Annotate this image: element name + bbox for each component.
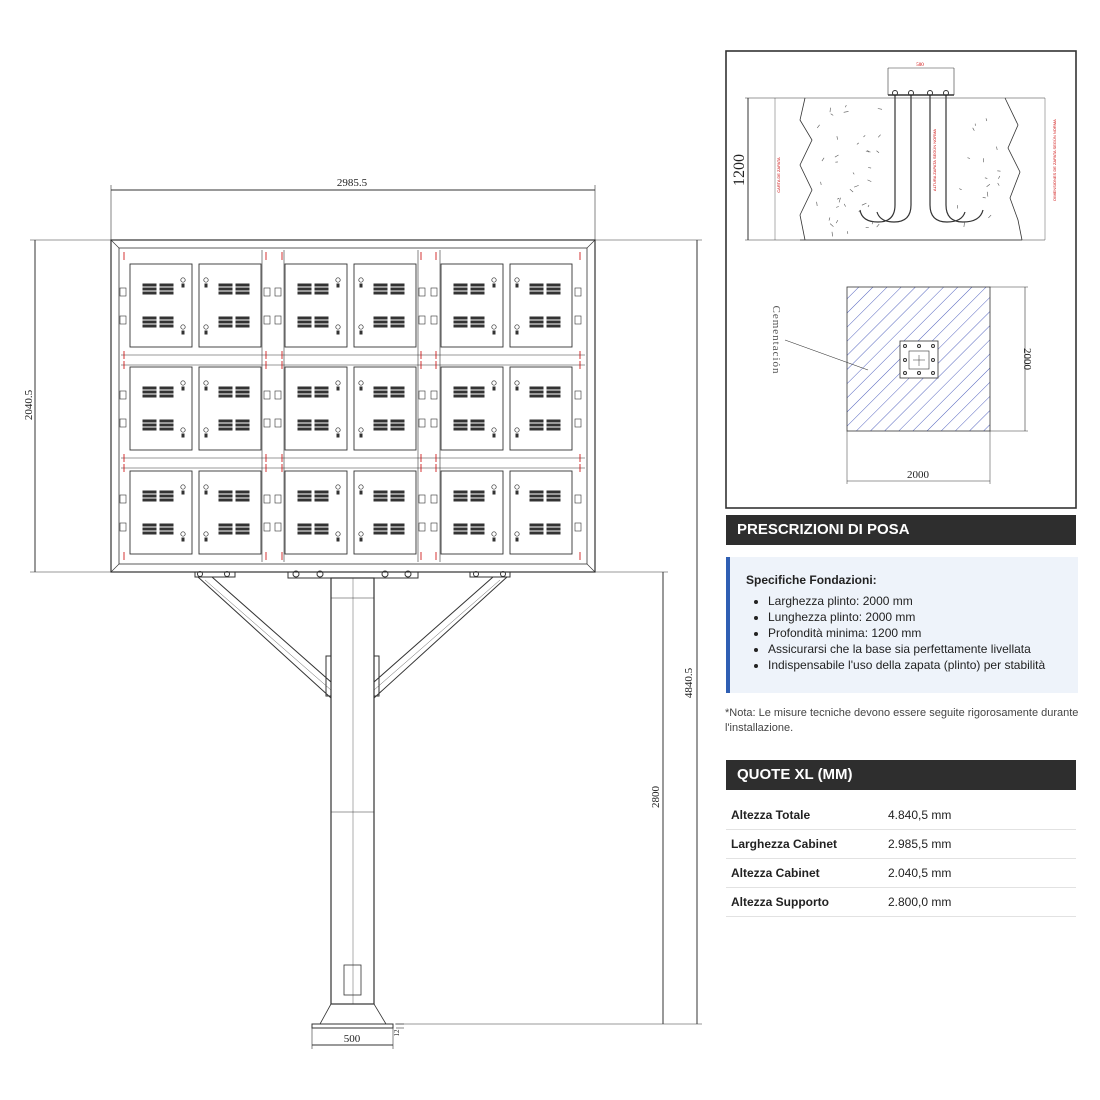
led-module xyxy=(198,366,262,451)
width-dimension-label: 2985.5 xyxy=(337,177,368,189)
base-width-label: 500 xyxy=(344,1033,361,1045)
table-row: Altezza Cabinet 2.040,5 mm xyxy=(726,858,1076,888)
foundation-red-note-center: ALTURA ZAPATA SEGÚN NORMA xyxy=(932,129,937,191)
installation-note: *Nota: Le misure tecniche devono essere … xyxy=(725,707,1079,734)
spec-item: Larghezza plinto: 2000 mm xyxy=(768,593,1078,609)
dimensions-header: QUOTE XL (MM) xyxy=(726,760,1076,790)
led-module xyxy=(353,366,417,451)
led-module xyxy=(509,366,573,451)
led-module xyxy=(509,470,573,555)
base-plate xyxy=(311,1023,394,1029)
foundation-top-dim: 500 xyxy=(916,63,924,68)
spec-item: Indispensabile l'uso della zapata (plint… xyxy=(768,657,1078,673)
led-module xyxy=(509,263,573,348)
dimension-label: Larghezza Cabinet xyxy=(726,829,883,859)
table-row: Altezza Totale 4.840,5 mm xyxy=(726,801,1076,830)
dimension-label: Altezza Cabinet xyxy=(726,858,883,888)
led-module xyxy=(198,263,262,348)
foundation-red-note-left: CARTA DE ZAPATA xyxy=(776,157,781,193)
dimension-value: 2.040,5 mm xyxy=(883,858,1076,888)
dimension-value: 4.840,5 mm xyxy=(883,801,1076,830)
led-module xyxy=(284,366,348,451)
led-module xyxy=(440,263,504,348)
led-module xyxy=(284,470,348,555)
led-module xyxy=(440,366,504,451)
cabinet-height-label: 2040.5 xyxy=(23,389,35,420)
led-module xyxy=(129,470,193,555)
spec-item: Lunghezza plinto: 2000 mm xyxy=(768,609,1078,625)
foundation-section xyxy=(745,67,1046,241)
foundation-plan xyxy=(784,286,1028,484)
plan-width-dim: 2000 xyxy=(907,469,930,481)
support-height-label: 2800 xyxy=(650,786,662,809)
foundation-red-note-right: DIMENSIONES DE ZAPATA SEGÚN NORMA xyxy=(1052,119,1057,201)
foundation-specs-box: Specifiche Fondazioni: Larghezza plinto:… xyxy=(726,557,1078,693)
width-dimension xyxy=(110,185,596,245)
dimension-label: Altezza Supporto xyxy=(726,887,883,917)
led-module xyxy=(353,263,417,348)
plan-length-dim: 2000 xyxy=(1021,348,1033,371)
dimensions-table: Altezza Totale 4.840,5 mm Larghezza Cabi… xyxy=(726,801,1076,917)
cabinet-height-dimension xyxy=(30,239,115,573)
specs-list: Larghezza plinto: 2000 mm Lunghezza plin… xyxy=(746,593,1078,673)
led-module xyxy=(440,470,504,555)
billboard-elevation: 2985.5 2040.5 4840.5 2800 xyxy=(23,177,702,1049)
led-module xyxy=(129,263,193,348)
dimension-value: 2.985,5 mm xyxy=(883,829,1076,859)
led-module-grid xyxy=(119,250,585,562)
led-module xyxy=(198,470,262,555)
foundation-depth-dim: 1200 xyxy=(731,154,748,186)
spec-item: Assicurarsi che la base sia perfettament… xyxy=(768,641,1078,657)
base-plate-label: 12 xyxy=(393,1029,401,1037)
led-module xyxy=(129,366,193,451)
table-row: Larghezza Cabinet 2.985,5 mm xyxy=(726,829,1076,859)
table-row: Altezza Supporto 2.800,0 mm xyxy=(726,887,1076,917)
led-module xyxy=(284,263,348,348)
support-pole xyxy=(330,577,375,1005)
support-height-dimension xyxy=(595,571,668,1024)
total-height-label: 4840.5 xyxy=(683,667,695,698)
dimension-label: Altezza Totale xyxy=(726,801,883,830)
access-door xyxy=(343,964,362,996)
plan-label: Cementación xyxy=(770,305,782,374)
led-module xyxy=(353,470,417,555)
prescriptions-header: PRESCRIZIONI DI POSA xyxy=(726,515,1076,545)
support-structure xyxy=(194,570,511,1049)
foundation-detail-frame xyxy=(725,50,1077,509)
dimension-value: 2.800,0 mm xyxy=(883,887,1076,917)
spec-item: Profondità minima: 1200 mm xyxy=(768,625,1078,641)
foundation-detail: 500 1200 CARTA DE ZAPATA ALTURA ZAPATA S… xyxy=(725,50,1077,509)
total-height-dimension xyxy=(395,239,702,1025)
specs-subtitle: Specifiche Fondazioni: xyxy=(746,573,877,587)
